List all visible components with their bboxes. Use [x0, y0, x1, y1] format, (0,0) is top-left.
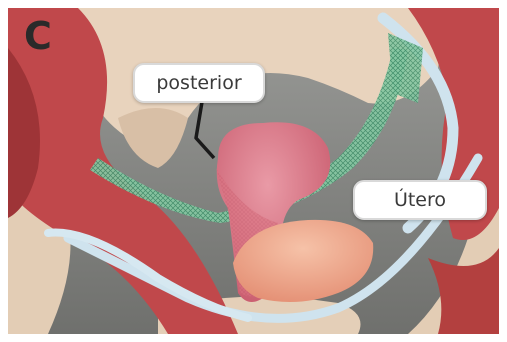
- pelvic-anatomy-illustration: [8, 8, 499, 334]
- utero-label: Útero: [353, 180, 487, 220]
- posterior-label: posterior: [133, 63, 265, 103]
- illustration-frame: C posterior Útero: [8, 8, 499, 334]
- panel-letter: C: [24, 14, 52, 58]
